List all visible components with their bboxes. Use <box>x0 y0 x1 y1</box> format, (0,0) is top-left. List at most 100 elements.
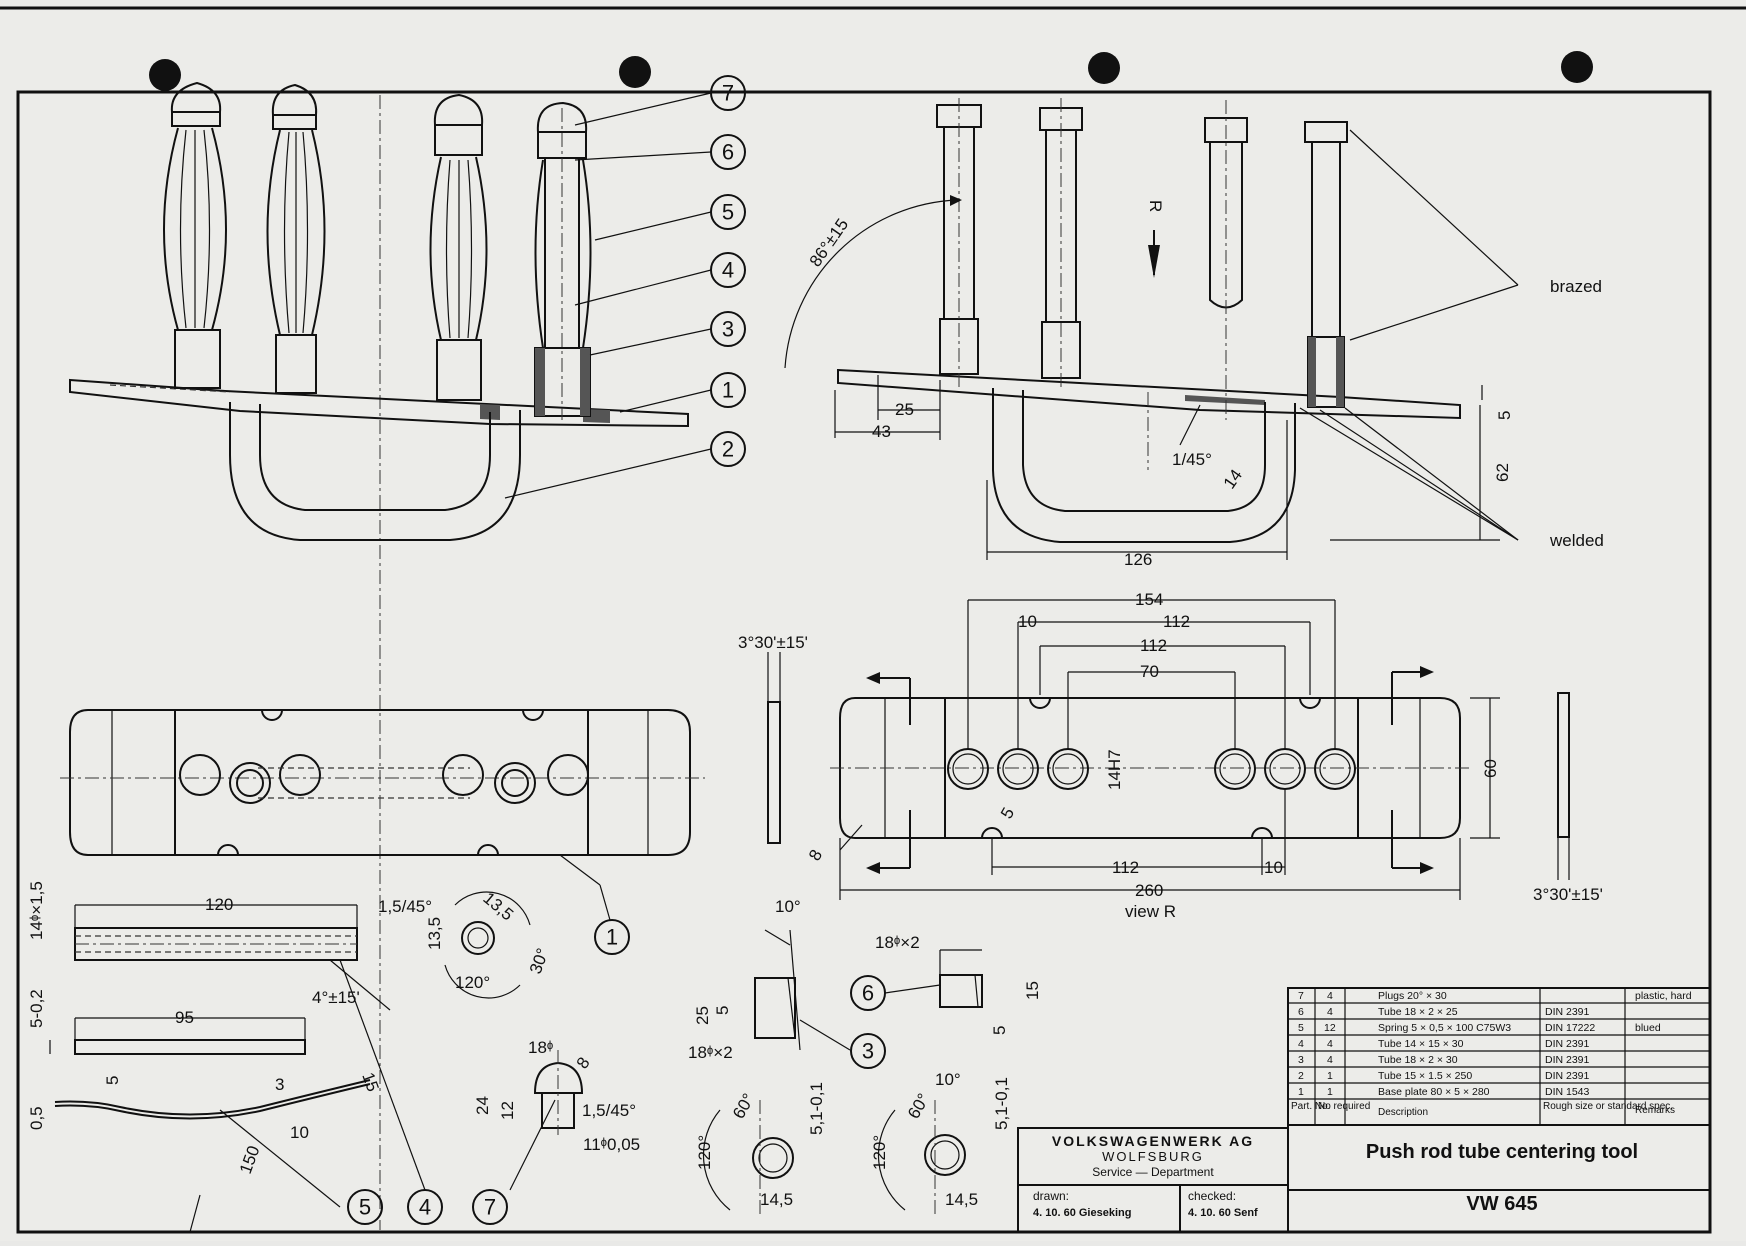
svg-text:7: 7 <box>722 81 734 106</box>
svg-text:DIN 2391: DIN 2391 <box>1545 1070 1590 1082</box>
rod-detail: 120 1,5/45° 14ᶲ×1,5 4°±15' 95 5-0,2 5 3 … <box>27 881 556 1233</box>
dim-18-dia: 18ᶲ <box>528 1038 553 1057</box>
dim-25: 25 <box>895 400 914 419</box>
welded-label: welded <box>1549 531 1604 550</box>
dim-5-1-b: 5,1-0,1 <box>992 1077 1011 1130</box>
balloon-3: 3 <box>710 311 746 347</box>
parts-row-3: 3 4 Tube 18 × 2 × 30 DIN 2391 <box>1298 1054 1590 1066</box>
balloon-1-topview: 1 <box>594 919 630 955</box>
svg-text:Tube 18 × 2 × 30: Tube 18 × 2 × 30 <box>1378 1054 1458 1066</box>
parts-row-7: 7 4 Plugs 20° × 30 plastic, hard <box>1298 990 1692 1002</box>
svg-text:4: 4 <box>419 1195 431 1220</box>
svg-text:5: 5 <box>722 200 734 225</box>
company-dept: Service — Department <box>1092 1165 1214 1179</box>
svg-text:4: 4 <box>1327 1006 1333 1018</box>
brazed-label: brazed <box>1550 277 1602 296</box>
drawing-title: Push rod tube centering tool <box>1366 1141 1638 1163</box>
dim-18x2-b: 18ᶲ×2 <box>875 933 920 952</box>
balloon-5-detail: 5 <box>347 1189 383 1225</box>
dim-0-5: 0,5 <box>27 1106 46 1130</box>
sleeve-detail-6: 18ᶲ×2 15 5 10° 6 <box>850 933 1042 1089</box>
angle-10-b: 10° <box>935 1070 961 1089</box>
spring-assembly-1 <box>163 81 227 389</box>
svg-text:4: 4 <box>1327 1038 1333 1050</box>
assembly-side-view: 7 6 5 4 3 1 2 <box>69 75 746 1230</box>
plate-section-right: 3°30'±15' <box>1533 692 1603 904</box>
title-block: VOLKSWAGENWERK AG WOLFSBURG Service — De… <box>1017 987 1711 1233</box>
svg-text:1: 1 <box>606 925 618 950</box>
svg-text:3: 3 <box>722 317 734 342</box>
svg-text:5: 5 <box>1298 1022 1304 1034</box>
bore-angle-detail-b: 60° 120° 5,1-0,1 14,5 <box>870 1077 1011 1215</box>
dim-10-spring: 10 <box>290 1123 309 1142</box>
balloon-2: 2 <box>710 431 746 467</box>
svg-text:Tube 18 × 2 × 25: Tube 18 × 2 × 25 <box>1378 1006 1458 1018</box>
dim-5-sleeve-6: 5 <box>990 1026 1009 1035</box>
dim-10-bottom: 10 <box>1264 858 1283 877</box>
angle-3-30-bottom: 3°30'±15' <box>1533 885 1603 904</box>
dim-18x2-a: 18ᶲ×2 <box>688 1043 733 1062</box>
balloon-4: 4 <box>710 252 746 288</box>
frame-side-view: R 86°±15 25 43 1/45° 14 126 62 5 brazed <box>784 98 1604 569</box>
balloon-4-detail: 4 <box>407 1189 443 1225</box>
svg-text:1: 1 <box>1327 1086 1333 1098</box>
dim-3-spring: 3 <box>275 1075 284 1094</box>
company-name: VOLKSWAGENWERK AG <box>1052 1133 1254 1149</box>
dim-11-dia: 11ᶲ0,05 <box>583 1135 640 1154</box>
svg-text:1: 1 <box>1298 1086 1304 1098</box>
spring-assembly-4-section <box>534 101 592 420</box>
balloon-3-detail: 3 <box>850 1033 886 1069</box>
dim-24: 24 <box>473 1096 492 1115</box>
dim-14x1-5: 14ᶲ×1,5 <box>27 881 46 940</box>
dim-260: 260 <box>1135 881 1163 900</box>
dim-14-5-b: 14,5 <box>945 1190 978 1209</box>
svg-text:4: 4 <box>722 258 734 283</box>
dim-14-5-a: 14,5 <box>760 1190 793 1209</box>
dim-10-top: 10 <box>1018 612 1037 631</box>
svg-text:7: 7 <box>484 1195 496 1220</box>
drawn-label: drawn: <box>1033 1189 1069 1203</box>
punch-holes <box>149 51 1593 91</box>
chamfer-1-45-dim: 1/45° <box>1172 450 1212 469</box>
company-city: WOLFSBURG <box>1102 1149 1204 1164</box>
svg-text:Spring 5 × 0,5 × 100 C75W3: Spring 5 × 0,5 × 100 C75W3 <box>1378 1022 1511 1034</box>
drawn-value: 4. 10. 60 Gieseking <box>1033 1207 1131 1219</box>
svg-text:6: 6 <box>862 981 874 1006</box>
svg-text:blued: blued <box>1635 1022 1661 1034</box>
balloon-1: 1 <box>710 372 746 408</box>
dim-43: 43 <box>872 422 891 441</box>
dim-112-middle: 112 <box>1140 636 1167 655</box>
svg-text:4: 4 <box>1298 1038 1304 1050</box>
svg-text:2: 2 <box>722 437 734 462</box>
dim-5-tol: 5-0,2 <box>27 989 46 1028</box>
dim-95: 95 <box>175 1008 194 1027</box>
dim-5-thickness: 5 <box>1495 411 1514 420</box>
parts-row-5: 5 12 Spring 5 × 0,5 × 100 C75W3 DIN 1722… <box>1298 1022 1661 1034</box>
dim-154: 154 <box>1135 590 1163 609</box>
svg-text:Plugs 20° × 30: Plugs 20° × 30 <box>1378 990 1447 1002</box>
svg-text:6: 6 <box>1298 1006 1304 1018</box>
svg-text:DIN 1543: DIN 1543 <box>1545 1086 1590 1098</box>
bore-angle-detail-a: 60° 120° 5,1-0,1 14,5 <box>695 1082 826 1215</box>
svg-text:4: 4 <box>1327 1054 1333 1066</box>
balloon-6-detail: 6 <box>850 975 886 1011</box>
view-r-label: view R <box>1125 902 1176 921</box>
sleeve-detail: 10° 25 5 18ᶲ×2 3 <box>688 897 886 1069</box>
parts-list-header: Part. No. No required Description Rough … <box>1291 1101 1675 1118</box>
parts-row-6: 6 4 Tube 18 × 2 × 25 DIN 2391 <box>1298 1006 1590 1018</box>
svg-text:DIN 2391: DIN 2391 <box>1545 1006 1590 1018</box>
checked-value: 4. 10. 60 Senf <box>1188 1207 1258 1219</box>
dim-13-5-b: 13,5 <box>425 917 444 950</box>
svg-text:plastic, hard: plastic, hard <box>1635 990 1692 1002</box>
svg-text:No required: No required <box>1318 1101 1370 1112</box>
parts-row-1: 1 1 Base plate 80 × 5 × 280 DIN 1543 <box>1298 1086 1590 1098</box>
spring-assembly-2 <box>266 83 326 394</box>
angle-10-a: 10° <box>775 897 801 916</box>
angle-120-b: 120° <box>870 1135 889 1170</box>
balloon-7-detail: 7 <box>472 1189 508 1225</box>
svg-text:7: 7 <box>1298 990 1304 1002</box>
svg-text:5: 5 <box>359 1195 371 1220</box>
svg-text:Part. No.: Part. No. <box>1291 1101 1330 1112</box>
dim-14-h7: 14H7 <box>1105 749 1124 790</box>
